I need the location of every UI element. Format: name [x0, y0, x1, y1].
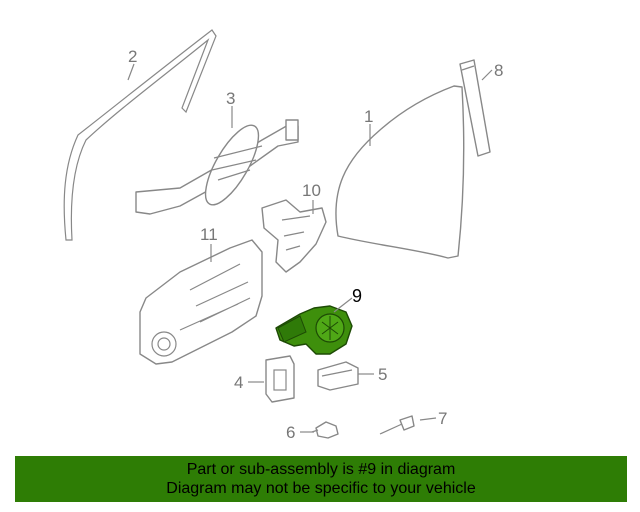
- leader-lines: [127, 63, 493, 433]
- part-6-bolt: [311, 421, 339, 439]
- part-1-door-glass: [335, 85, 465, 259]
- callout-9: 9: [352, 286, 362, 306]
- part-9-window-motor: [275, 305, 353, 355]
- callout-8: 8: [494, 61, 503, 80]
- callout-3: 3: [226, 89, 235, 108]
- callout-6: 6: [286, 423, 295, 442]
- part-4-bracket: [265, 355, 295, 403]
- part-7-rivet: [379, 415, 415, 435]
- part-2-run-channel: [63, 29, 217, 241]
- parts-diagram: 2 3 1 8 10 11 9 4 5 6 7: [63, 29, 503, 442]
- banner-line-1: Part or sub-assembly is #9 in diagram: [186, 461, 456, 478]
- callout-7: 7: [438, 409, 447, 428]
- callout-4: 4: [234, 373, 243, 392]
- part-8-belt-molding: [459, 59, 491, 157]
- callout-5: 5: [378, 365, 387, 384]
- callout-1: 1: [364, 107, 373, 126]
- part-10-bracket: [261, 199, 327, 273]
- callout-10: 10: [302, 181, 321, 200]
- part-5-clip: [317, 361, 359, 391]
- part-11-door-panel: [139, 239, 263, 365]
- info-banner: Part or sub-assembly is #9 in diagram Di…: [15, 456, 627, 502]
- banner-line-2: Diagram may not be specific to your vehi…: [166, 480, 476, 497]
- callout-2: 2: [128, 47, 137, 66]
- callout-11: 11: [200, 225, 218, 244]
- part-3-regulator: [135, 119, 299, 215]
